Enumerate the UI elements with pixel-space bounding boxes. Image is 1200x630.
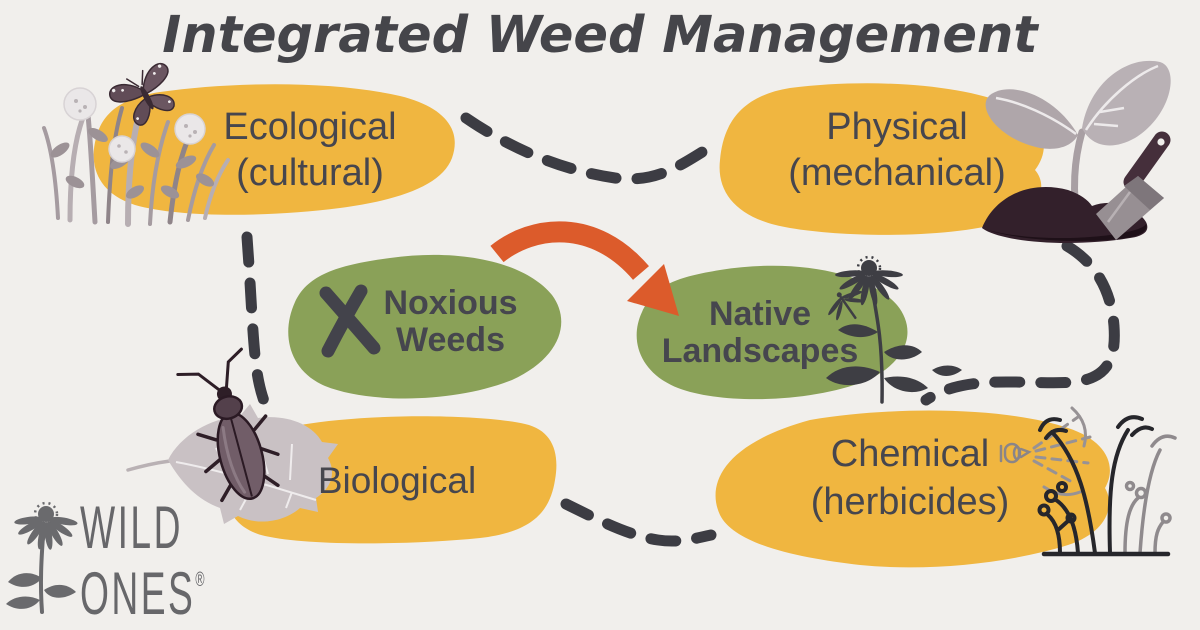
physical-sublabel-text: (mechanical)	[788, 152, 1006, 194]
noxious-weeds-line1: Noxious	[383, 284, 518, 322]
logo-word-ones: ONES®	[80, 554, 205, 624]
connector-ecological-biological	[241, 231, 275, 419]
logo-word-wild: WILD	[80, 494, 183, 561]
beetle-leaf-illustration	[126, 347, 338, 524]
biological-label-text: Biological	[317, 460, 477, 501]
chemical-sublabel-text: (herbicides)	[810, 481, 1010, 523]
logo-word-ones-text: ONES	[80, 560, 196, 627]
blob-physical	[719, 83, 1044, 235]
physical-label-text: Physical	[826, 106, 968, 148]
wild-ones-logo: WILD ONES®	[80, 494, 205, 624]
native-landscapes-line1: Native	[708, 295, 812, 333]
coneflower-logo-icon	[6, 501, 78, 614]
native-landscapes-line2: Landscapes	[661, 332, 859, 370]
label-biological: Biological	[237, 458, 557, 504]
connector-ecological-physical	[460, 112, 713, 185]
curved-arrow-icon	[490, 221, 679, 316]
spray-nozzle-icon	[999, 442, 1032, 464]
seedling-trowel-illustration	[982, 60, 1171, 243]
ecological-label-text: Ecological	[223, 106, 397, 148]
ecological-sublabel-text: (cultural)	[236, 152, 384, 194]
label-native-landscapes: Native Landscapes	[640, 296, 880, 370]
x-mark-icon	[319, 284, 381, 358]
wildflowers-butterfly-illustration	[42, 62, 230, 227]
label-chemical: Chemical (herbicides)	[750, 430, 1070, 526]
coneflower-dragonfly-illustration	[826, 255, 962, 404]
trowel-icon	[1096, 131, 1171, 240]
chemical-label-text: Chemical	[830, 433, 990, 475]
connector-biological-chemical	[560, 498, 717, 547]
label-physical: Physical (mechanical)	[737, 104, 1057, 196]
registered-trademark-symbol: ®	[195, 569, 205, 591]
noxious-weeds-line2: Weeds	[396, 321, 505, 359]
page-title: Integrated Weed Management	[162, 6, 1038, 65]
dragonfly-icon	[828, 290, 865, 321]
label-ecological: Ecological (cultural)	[150, 104, 470, 196]
sprayer-weeds-illustration	[999, 406, 1177, 557]
connector-physical-chemical	[920, 240, 1120, 406]
beetle-icon	[176, 347, 280, 503]
butterfly-icon	[109, 62, 175, 126]
blob-chemical	[715, 410, 1110, 568]
label-noxious-weeds: Noxious Weeds	[368, 285, 533, 359]
